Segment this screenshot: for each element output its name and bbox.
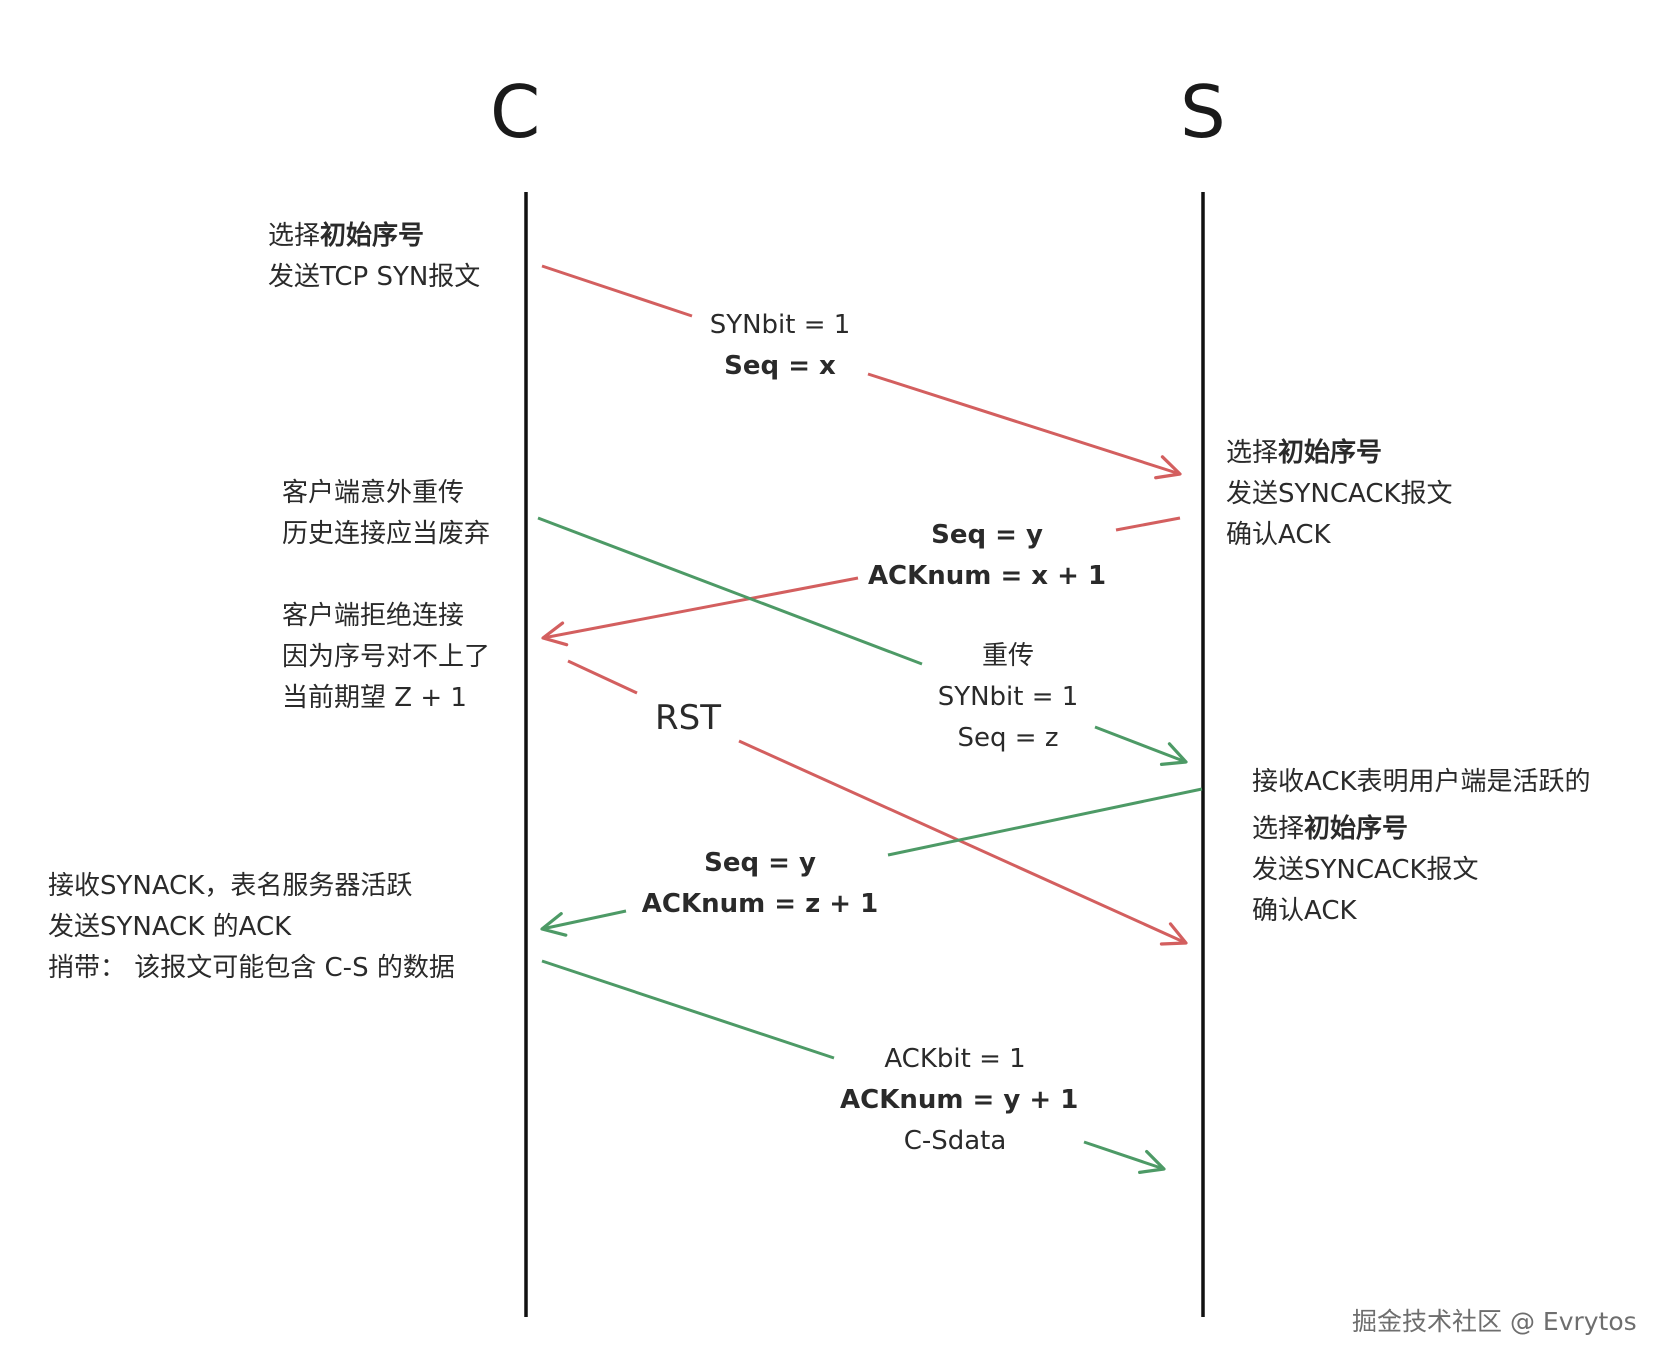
note-line: 历史连接应当废弃 — [282, 519, 491, 549]
client-note-recv-synack: 接收SYNACK，表名服务器活跃 发送SYNACK 的ACK 捎带： 该报文可能… — [48, 866, 455, 989]
send-syn-text: 发送TCP SYN报文 — [268, 262, 481, 292]
note-line: 客户端意外重传 — [282, 478, 465, 508]
ack-data: C-Sdata — [903, 1126, 1007, 1156]
retransmit-seq: Seq = z — [957, 723, 1059, 753]
rst-arrow-segment-1 — [567, 659, 638, 695]
syn-bit: SYNbit = 1 — [709, 310, 851, 340]
recv-ack-text: 接收ACK表明用户端是活跃的 — [1252, 767, 1591, 797]
synack-z-arrow-segment-1 — [887, 787, 1203, 857]
ack-arrow-segment-1 — [541, 959, 835, 1060]
choose-isn-bold: 初始序号 — [320, 221, 425, 251]
confirm-ack-text: 确认ACK — [1226, 520, 1331, 550]
note-line: 捎带： 该报文可能包含 C-S 的数据 — [48, 953, 455, 983]
synack-x-message-label: Seq = y ACKnum = x + 1 — [862, 515, 1112, 597]
syn-message-label: SYNbit = 1 Seq = x — [700, 305, 860, 387]
send-synack-text: 发送SYNCACK报文 — [1226, 479, 1453, 509]
synack-z-arrow — [540, 909, 627, 937]
rst-label: RST — [655, 698, 721, 738]
synack-x-acknum: ACKnum = x + 1 — [867, 561, 1107, 591]
ack-bit: ACKbit = 1 — [884, 1044, 1026, 1074]
retransmit-arrow — [1094, 725, 1188, 766]
syn-seq: Seq = x — [724, 351, 836, 381]
server-note-first: 选择初始序号 发送SYNCACK报文 确认ACK — [1226, 433, 1453, 556]
watermark: 掘金技术社区 @ Evrytos — [1352, 1307, 1637, 1336]
choose-isn-prefix: 选择 — [1226, 438, 1279, 468]
synack-x-arrow — [541, 576, 859, 647]
client-note-initial: 选择初始序号 发送TCP SYN报文 — [268, 216, 480, 298]
synack-z-message-label: Seq = y ACKnum = z + 1 — [640, 843, 880, 925]
client-node-label: C — [490, 70, 541, 154]
server-node-label: S — [1180, 70, 1226, 154]
client-note-retransmit: 客户端意外重传 历史连接应当废弃 — [282, 473, 490, 555]
ack-acknum: ACKnum = y + 1 — [840, 1085, 1079, 1115]
synack-x-seq: Seq = y — [931, 520, 1043, 550]
syn-arrow — [867, 372, 1182, 480]
ack-arrow — [1083, 1140, 1166, 1174]
choose-isn-bold: 初始序号 — [1304, 814, 1409, 844]
server-note-second: 接收ACK表明用户端是活跃的 选择初始序号 发送SYNCACK报文 确认ACK — [1252, 762, 1591, 932]
client-note-reject: 客户端拒绝连接 因为序号对不上了 当前期望 Z + 1 — [282, 596, 490, 719]
note-line: 因为序号对不上了 — [282, 642, 491, 672]
syn-arrow-segment-1 — [541, 264, 693, 318]
choose-isn-bold: 初始序号 — [1278, 438, 1383, 468]
retransmit-synbit: SYNbit = 1 — [937, 682, 1079, 712]
rst-arrow — [738, 739, 1188, 946]
synack-z-acknum: ACKnum = z + 1 — [641, 889, 879, 919]
note-line: 当前期望 Z + 1 — [282, 683, 467, 713]
synack-z-seq: Seq = y — [704, 848, 816, 878]
note-line: 客户端拒绝连接 — [282, 601, 465, 631]
choose-isn-prefix: 选择 — [1252, 814, 1305, 844]
retransmit-message-label: 重传 SYNbit = 1 Seq = z — [928, 636, 1088, 759]
choose-isn-prefix: 选择 — [268, 221, 321, 251]
note-line: 接收SYNACK，表名服务器活跃 — [48, 871, 413, 901]
confirm-ack-text: 确认ACK — [1252, 896, 1357, 926]
retransmit-arrow-segment-1 — [537, 516, 923, 666]
synack-x-arrow-segment-1 — [1115, 516, 1181, 532]
retransmit-title: 重传 — [981, 641, 1034, 671]
note-line: 发送SYNACK 的ACK — [48, 912, 292, 942]
ack-message-label: ACKbit = 1 ACKnum = y + 1 C-Sdata — [840, 1039, 1079, 1162]
send-synack-text: 发送SYNCACK报文 — [1252, 855, 1479, 885]
